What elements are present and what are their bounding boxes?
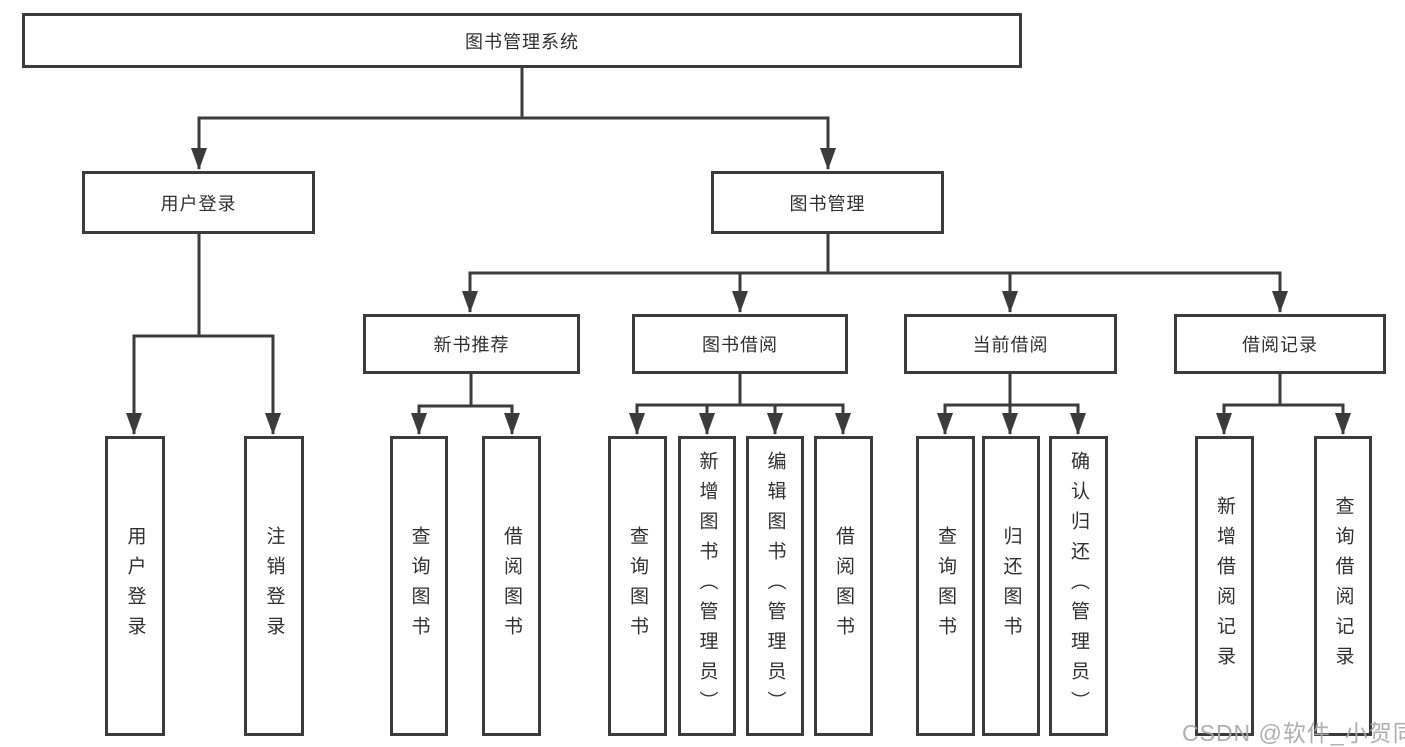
leaf-query-books-2: 查询图书 bbox=[608, 436, 667, 736]
leaf-confirm-return-admin: 确认归还（管理员） bbox=[1049, 436, 1108, 736]
watermark-text: CSDN @软件_小贺同学 bbox=[1182, 720, 1405, 746]
leaf-return-books: 归还图书 bbox=[982, 436, 1040, 736]
leaf-query-books-3: 查询图书 bbox=[916, 436, 975, 736]
leaf-add-borrow-record: 新增借阅记录 bbox=[1195, 436, 1254, 736]
leaf-user-login: 用户登录 bbox=[105, 436, 165, 736]
node-current-borrowing: 当前借阅 bbox=[904, 314, 1117, 374]
leaf-query-books-1: 查询图书 bbox=[390, 436, 448, 736]
node-user-login: 用户登录 bbox=[82, 171, 315, 234]
leaf-logout-login: 注销登录 bbox=[244, 436, 304, 736]
leaf-borrow-books-1: 借阅图书 bbox=[482, 436, 541, 736]
node-borrowing-records: 借阅记录 bbox=[1174, 314, 1386, 374]
node-new-book-recommend: 新书推荐 bbox=[363, 314, 580, 374]
node-library-management-system: 图书管理系统 bbox=[22, 13, 1022, 68]
node-book-borrowing: 图书借阅 bbox=[632, 314, 848, 374]
leaf-borrow-books-2: 借阅图书 bbox=[814, 436, 873, 736]
leaf-add-book-admin: 新增图书（管理员） bbox=[678, 436, 736, 736]
node-book-management: 图书管理 bbox=[711, 171, 944, 234]
leaf-edit-book-admin: 编辑图书（管理员） bbox=[746, 436, 804, 736]
leaf-query-borrow-record: 查询借阅记录 bbox=[1314, 436, 1372, 736]
